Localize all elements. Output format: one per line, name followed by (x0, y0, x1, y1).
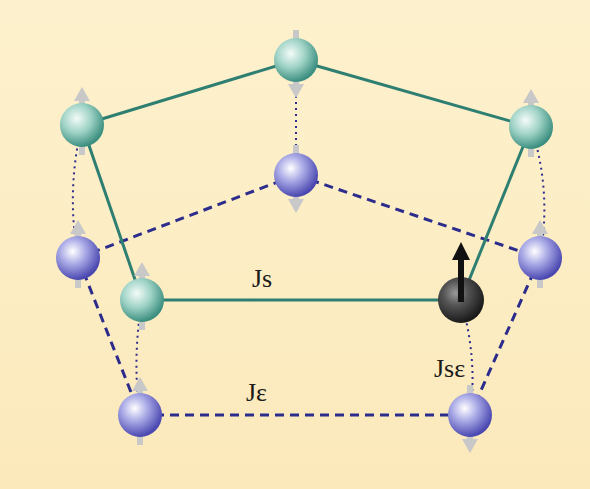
spin-arrow (74, 30, 539, 330)
coupling-label: Jsε (434, 356, 465, 382)
coupling-label: Js (252, 266, 272, 292)
dashed-pentagon (78, 175, 540, 415)
blue-sphere (56, 153, 562, 437)
coupling-line (73, 60, 545, 415)
black-spin-arrow (452, 242, 470, 302)
spin-arrow (70, 145, 548, 453)
teal-sphere (60, 38, 553, 322)
coupling-label: Jε (246, 380, 267, 406)
